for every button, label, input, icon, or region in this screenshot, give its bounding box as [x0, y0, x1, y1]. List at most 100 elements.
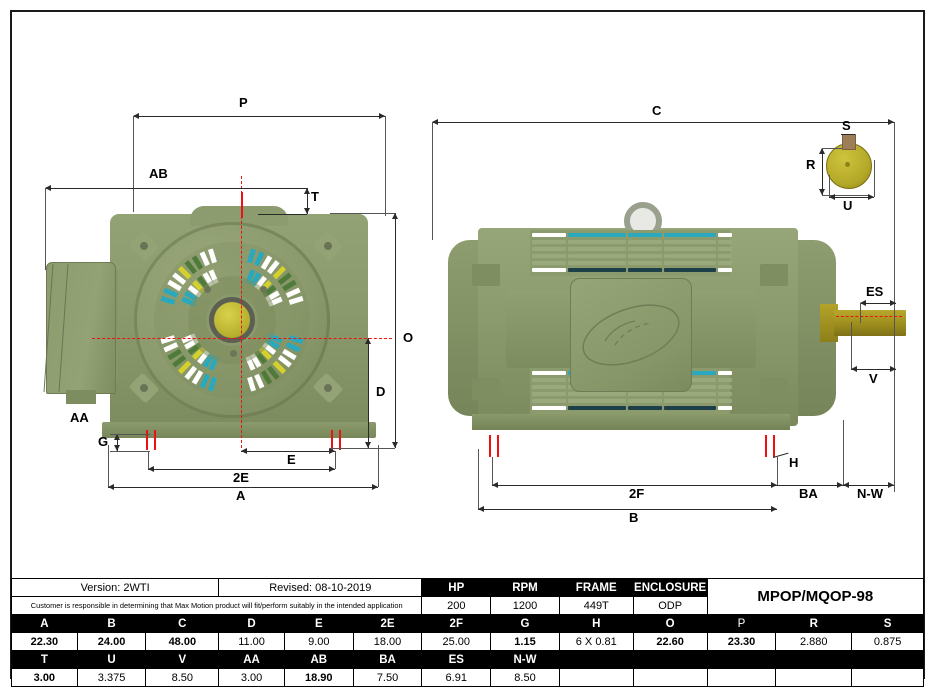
- louver-slot: [628, 268, 662, 272]
- dim-label-C: C: [652, 103, 662, 118]
- dim-arrow-D-up: [365, 338, 371, 344]
- table-value-cell: 8.50: [490, 668, 560, 687]
- dim-ext-V-left: [851, 322, 852, 369]
- louver-slot: [532, 399, 566, 403]
- dim-label-B: B: [629, 510, 639, 525]
- dim-ext-R-top: [822, 148, 842, 149]
- dim-line-O: [395, 213, 396, 448]
- conduit-box-side: [570, 278, 692, 392]
- louver-slot: [664, 254, 716, 258]
- table-header-cell: C: [145, 614, 220, 633]
- fan-vent-slot: [160, 296, 176, 305]
- dim-label-2E: 2E: [233, 470, 249, 485]
- table-value-cell: 6 X 0.81: [558, 632, 634, 651]
- dim-arrow-2F-left: [492, 482, 498, 488]
- dim-line-ES: [860, 303, 896, 304]
- fan-vent-slot: [260, 255, 273, 270]
- table-row: Customer is responsible in determining t…: [10, 596, 924, 615]
- dim-ext-R-bottom: [822, 195, 870, 196]
- louver-slot: [532, 240, 566, 244]
- fan-vent-slot: [208, 248, 217, 264]
- table-header-cell: ENCLOSURE: [632, 578, 708, 597]
- fan-vent-slot: [191, 255, 204, 270]
- dim-arrow-A-left: [108, 484, 114, 490]
- dim-arrow-ES-right: [890, 300, 896, 306]
- frame-side-block-left: [506, 290, 576, 368]
- feature-tick: [331, 430, 333, 450]
- dim-arrow-G-up: [114, 434, 120, 440]
- louver-slot: [628, 240, 662, 244]
- louver-slot: [664, 247, 716, 251]
- feature-tick: [339, 430, 341, 450]
- table-value-cell: 3.375: [76, 668, 147, 687]
- dim-ext-2E-right: [335, 451, 336, 469]
- louver-slot: [532, 385, 566, 389]
- motor-end-view: [102, 200, 376, 440]
- dim-ext-C-left: [432, 122, 433, 240]
- dim-label-V: V: [869, 371, 878, 386]
- fan-vent-slot: [184, 260, 198, 275]
- louver-slot: [718, 254, 732, 258]
- fan-vent-slot: [282, 348, 297, 361]
- output-shaft: [834, 310, 906, 336]
- fan-vent-slot: [177, 265, 192, 280]
- dim-ext-P-right: [385, 116, 386, 216]
- louver-slot: [568, 268, 626, 272]
- feature-tick: [773, 435, 775, 457]
- louver-slot: [718, 392, 732, 396]
- fan-vent-slot: [199, 373, 210, 389]
- louver-slot: [532, 247, 566, 251]
- dim-label-S: S: [842, 118, 851, 133]
- dim-label-R: R: [806, 157, 816, 172]
- dim-label-2F: 2F: [629, 486, 645, 501]
- shaft-keyway: [842, 134, 856, 150]
- table-header-cell: [632, 650, 708, 669]
- table-value-cell: 0.875: [851, 632, 924, 651]
- louver-slot: [532, 371, 566, 375]
- dim-line-C: [432, 122, 894, 123]
- dim-arrow-P-right: [379, 113, 385, 119]
- table-header-cell: B: [76, 614, 147, 633]
- dim-ext-U-right: [874, 160, 875, 197]
- louver-slot: [568, 399, 626, 403]
- dim-line-2E: [148, 469, 335, 470]
- fan-vent-slot: [260, 370, 273, 385]
- louver-slot: [568, 233, 626, 237]
- table-header-cell: R: [775, 614, 853, 633]
- dim-arrow-O-down: [392, 442, 398, 448]
- table-header-cell: 2F: [421, 614, 492, 633]
- dim-arrow-P-left: [133, 113, 139, 119]
- dim-arrow-AB-left: [45, 185, 51, 191]
- conduit-box-foot: [66, 390, 96, 404]
- table-value-cell: 11.00: [218, 632, 285, 651]
- louver-slot: [568, 247, 626, 251]
- dim-arrow-D-down: [365, 442, 371, 448]
- dim-line-P: [133, 116, 385, 117]
- dim-arrow-U-left: [829, 194, 835, 200]
- louver-slot: [664, 399, 716, 403]
- table-value-cell: 8.50: [145, 668, 220, 687]
- table-header-cell: G: [490, 614, 560, 633]
- table-header-cell: D: [218, 614, 285, 633]
- louver-slot: [568, 392, 626, 396]
- louver-slot: [664, 233, 716, 237]
- motor-base-foot: [472, 414, 790, 430]
- table-value-cell: 6.91: [421, 668, 492, 687]
- table-value-cell: 24.00: [76, 632, 147, 651]
- mount-lug: [472, 264, 500, 286]
- dim-label-O: O: [403, 330, 414, 345]
- table-header-cell: O: [632, 614, 708, 633]
- dim-line-T-top: [241, 188, 307, 189]
- fan-vent-slot: [208, 376, 217, 392]
- table-value-cell: 23.30: [706, 632, 777, 651]
- dim-label-T: T: [311, 189, 319, 204]
- table-value-cell: Version: 2WTI: [10, 578, 220, 597]
- dim-arrow-2E-left: [148, 466, 154, 472]
- dim-line-NW: [843, 485, 894, 486]
- dim-label-G: G: [98, 434, 109, 449]
